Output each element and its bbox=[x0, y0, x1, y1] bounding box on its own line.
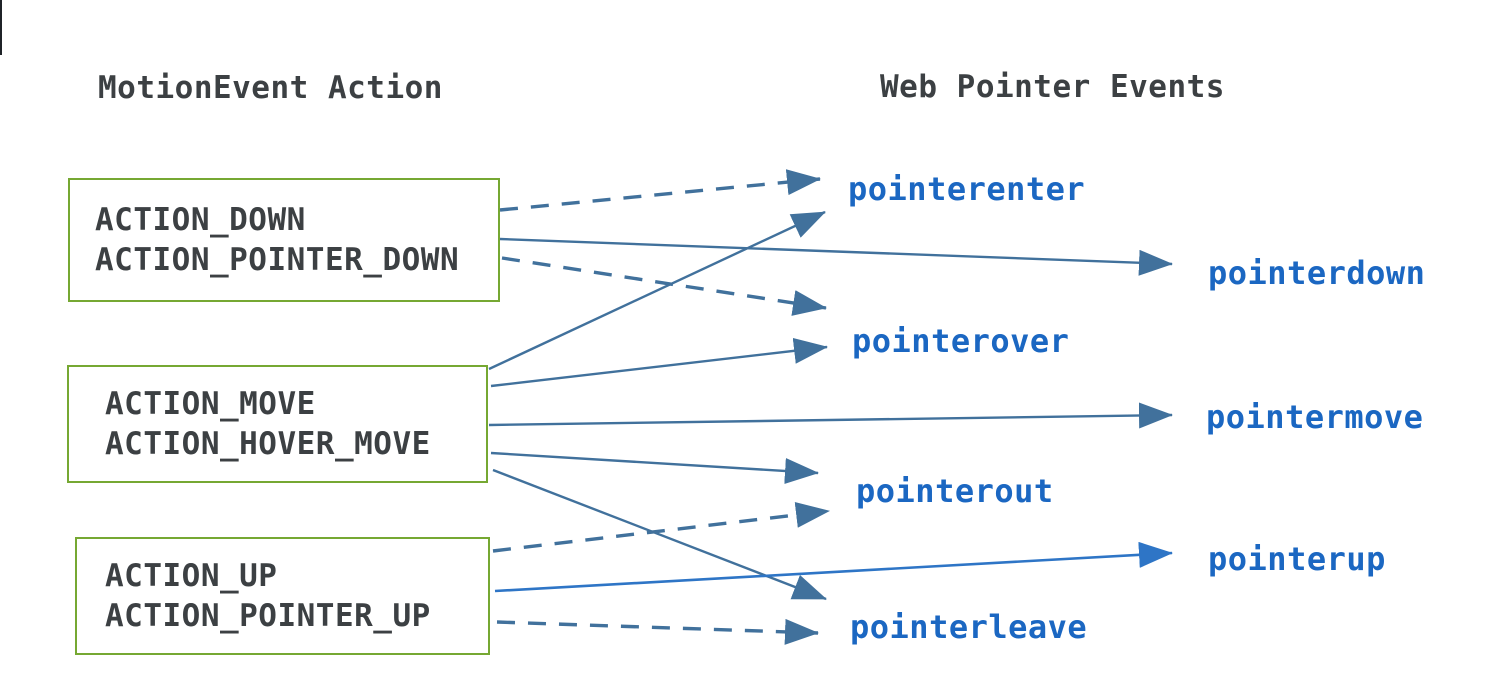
action-label: ACTION_HOVER_MOVE bbox=[105, 426, 431, 462]
edge-action-move-group-to-pointermove bbox=[488, 402, 1173, 429]
edge-action-move-group-to-pointerout bbox=[490, 451, 819, 484]
edge-action-move-group-to-pointerenter bbox=[488, 210, 826, 371]
action-label: ACTION_POINTER_UP bbox=[105, 598, 431, 634]
edge-action-up-group-to-pointerleave bbox=[496, 618, 819, 645]
left-column-header: MotionEvent Action bbox=[98, 70, 443, 106]
edge-action-down-group-to-pointerdown bbox=[499, 237, 1173, 276]
event-pointerdown: pointerdown bbox=[1208, 254, 1426, 292]
edge-action-move-group-to-pointerleave bbox=[492, 468, 827, 601]
event-pointermove: pointermove bbox=[1206, 398, 1424, 436]
motionevent-box-move: ACTION_MOVE ACTION_HOVER_MOVE bbox=[67, 365, 488, 483]
event-pointerenter: pointerenter bbox=[848, 170, 1086, 208]
edge-action-up-group-to-pointerout bbox=[492, 501, 830, 553]
edge-action-down-group-to-pointerover bbox=[501, 256, 827, 316]
action-label: ACTION_MOVE bbox=[105, 386, 316, 422]
right-column-header: Web Pointer Events bbox=[880, 69, 1225, 105]
event-pointerover: pointerover bbox=[852, 322, 1070, 360]
event-pointerup: pointerup bbox=[1208, 540, 1386, 578]
edge-action-up-group-to-pointerup bbox=[494, 541, 1173, 593]
event-pointerout: pointerout bbox=[856, 472, 1054, 510]
edge-action-down-group-to-pointerenter bbox=[499, 169, 821, 212]
motionevent-box-up: ACTION_UP ACTION_POINTER_UP bbox=[75, 537, 490, 655]
action-label: ACTION_UP bbox=[105, 558, 278, 594]
action-label: ACTION_DOWN bbox=[95, 202, 306, 238]
motionevent-box-down: ACTION_DOWN ACTION_POINTER_DOWN bbox=[68, 178, 500, 302]
text-cursor-artifact bbox=[0, 0, 2, 55]
edge-action-move-group-to-pointerover bbox=[490, 337, 828, 388]
action-label: ACTION_POINTER_DOWN bbox=[95, 242, 460, 278]
event-pointerleave: pointerleave bbox=[850, 608, 1088, 646]
